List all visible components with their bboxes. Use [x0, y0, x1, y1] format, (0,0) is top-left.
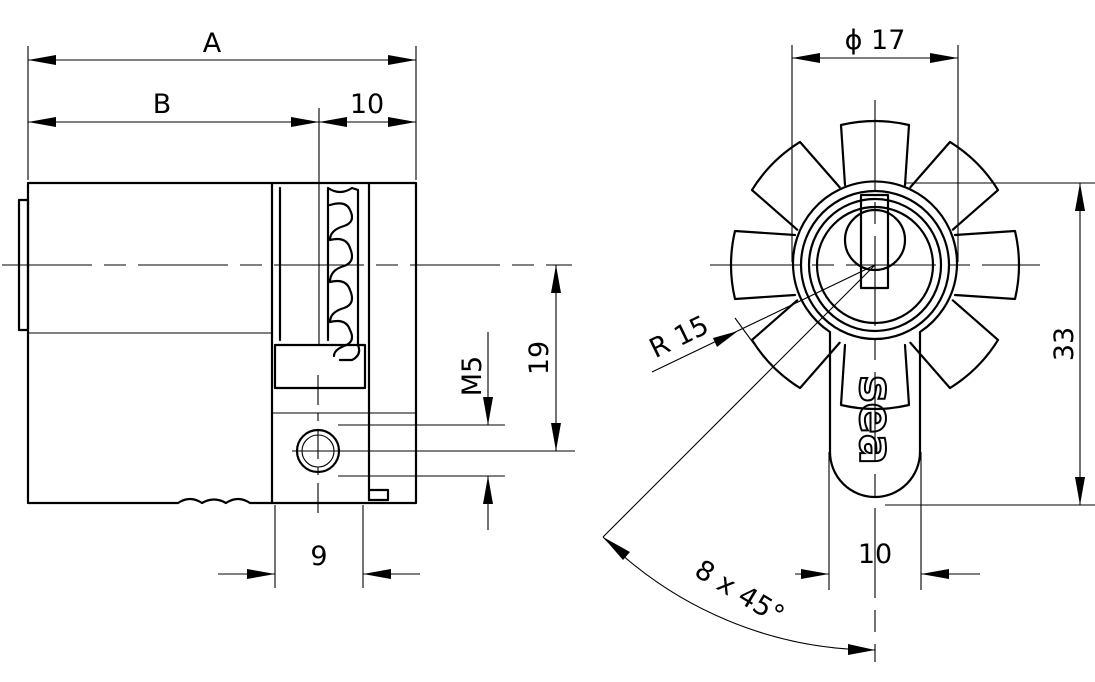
r15-tick [734, 317, 755, 345]
dim-label-m5: M5 [457, 356, 488, 396]
angle-arc [602, 536, 876, 651]
cam-housing [270, 181, 418, 505]
dim-label-9: 9 [310, 541, 327, 572]
arrow-phi-left [792, 53, 820, 63]
front-view: sea ϕ 17 33 10 R 15 [602, 25, 1095, 662]
arrow-angle-left [603, 537, 630, 560]
plug-circle [807, 197, 943, 333]
angle-leader [602, 264, 876, 538]
arrow-m5-top [483, 397, 493, 425]
arrow-9-left [247, 569, 275, 579]
arrow-b-right [291, 117, 319, 127]
arrow-b-left [28, 117, 56, 127]
arrow-m5-bot [483, 476, 493, 504]
cam-step [367, 488, 390, 502]
arrow-a-left [28, 55, 56, 65]
arrow-10b-left [801, 569, 829, 579]
arrow-10-left [319, 117, 347, 127]
arrow-19-top [551, 265, 561, 293]
dim-label-angle: 8 x 45° [689, 554, 789, 631]
arrow-phi-right [930, 53, 958, 63]
dim-label-10-top: 10 [350, 89, 384, 120]
sea-logo: sea [849, 375, 903, 465]
arrow-9-right [363, 569, 391, 579]
arrow-33-bot [1075, 477, 1085, 505]
dim-label-a: A [203, 28, 222, 59]
dim-label-19: 19 [524, 341, 555, 375]
dim-label-b: B [153, 89, 172, 120]
arrow-33-top [1075, 183, 1085, 211]
cylinder-profile [791, 180, 959, 499]
dim-label-r15: R 15 [645, 310, 714, 365]
arrow-r15 [713, 331, 738, 347]
dim-label-phi17: ϕ 17 [845, 25, 906, 56]
arrow-19-bot [551, 423, 561, 451]
cam-block [273, 343, 367, 390]
arrow-angle-right [848, 644, 875, 655]
arrow-a-right [388, 55, 416, 65]
dim-label-33: 33 [1049, 327, 1080, 361]
side-view: A B 10 M5 19 9 [2, 28, 575, 588]
r15-leader [651, 264, 876, 373]
arrow-10-right [388, 117, 416, 127]
cylinder-body [26, 181, 274, 505]
dim-label-10-bottom: 10 [858, 539, 892, 570]
spring-teeth [326, 186, 361, 362]
arrow-10b-right [921, 569, 949, 579]
